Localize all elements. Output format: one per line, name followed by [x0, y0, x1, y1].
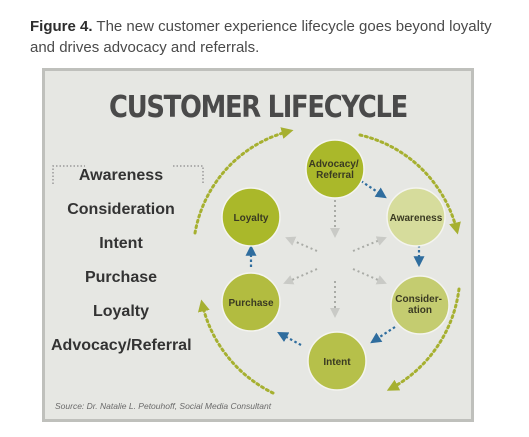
svg-text:Purchase: Purchase	[228, 298, 273, 309]
figure-caption: Figure 4. The new customer experience li…	[30, 16, 500, 58]
node-purchase-circle	[221, 272, 281, 332]
node-consideration-line-1: Consider-	[395, 294, 442, 305]
stage-item: Loyalty	[92, 303, 149, 320]
stage-item: Purchase	[84, 269, 158, 286]
svg-text:Consider- ation: Consider- ation	[395, 294, 444, 316]
node-purchase: Purchase	[221, 272, 281, 332]
stage-item: Awareness	[78, 167, 164, 184]
stage-list-brackets	[52, 165, 204, 184]
node-awareness-circle	[386, 187, 446, 247]
node-intent-line-1: Intent	[323, 357, 351, 368]
stage-item: Intent	[99, 235, 143, 252]
node-awareness-line-1: Awareness	[390, 213, 443, 224]
svg-text:Intent: Intent	[323, 357, 351, 368]
node-consideration-line-2: ation	[408, 305, 432, 316]
svg-text:Loyalty: Loyalty	[233, 213, 268, 224]
node-advocacy: Advocacy/ Referral	[305, 139, 365, 199]
node-consideration: Consider- ation	[390, 275, 450, 335]
center-spokes	[283, 195, 387, 318]
node-awareness: Awareness	[386, 187, 446, 247]
flow-arrows	[245, 180, 425, 346]
node-consideration-circle	[390, 275, 450, 335]
lifecycle-panel: CUSTOMER LIFECYCLE Awareness Considerati…	[42, 68, 474, 422]
node-intent-circle	[307, 331, 367, 391]
svg-text:Advocacy/ Referral: Advocacy/ Referral	[309, 159, 362, 181]
outer-cycle-arrows	[193, 127, 461, 395]
node-advocacy-line-1: Advocacy/	[309, 159, 359, 170]
stage-item: Consideration	[67, 201, 175, 218]
node-advocacy-circle	[305, 139, 365, 199]
stage-item: Advocacy/Referral	[51, 337, 192, 354]
svg-text:Awareness: Awareness	[390, 213, 443, 224]
node-intent: Intent	[307, 331, 367, 391]
source-note: Source: Dr. Natalie L. Petouhoff, Social…	[55, 401, 272, 411]
node-purchase-line-1: Purchase	[228, 298, 273, 309]
figure-label: Figure 4.	[30, 18, 93, 35]
stage-list: Awareness Consideration Intent Purchase …	[51, 159, 192, 363]
node-loyalty-circle	[221, 187, 281, 247]
node-advocacy-line-2: Referral	[316, 170, 354, 181]
node-loyalty: Loyalty	[221, 187, 281, 247]
lifecycle-diagram: Advocacy/ Referral Awareness Consider- a…	[52, 127, 461, 395]
figure-caption-text: The new customer experience lifecycle go…	[30, 18, 492, 56]
node-loyalty-line-1: Loyalty	[233, 213, 268, 224]
diagram-title: CUSTOMER LIFECYCLE	[109, 90, 408, 125]
